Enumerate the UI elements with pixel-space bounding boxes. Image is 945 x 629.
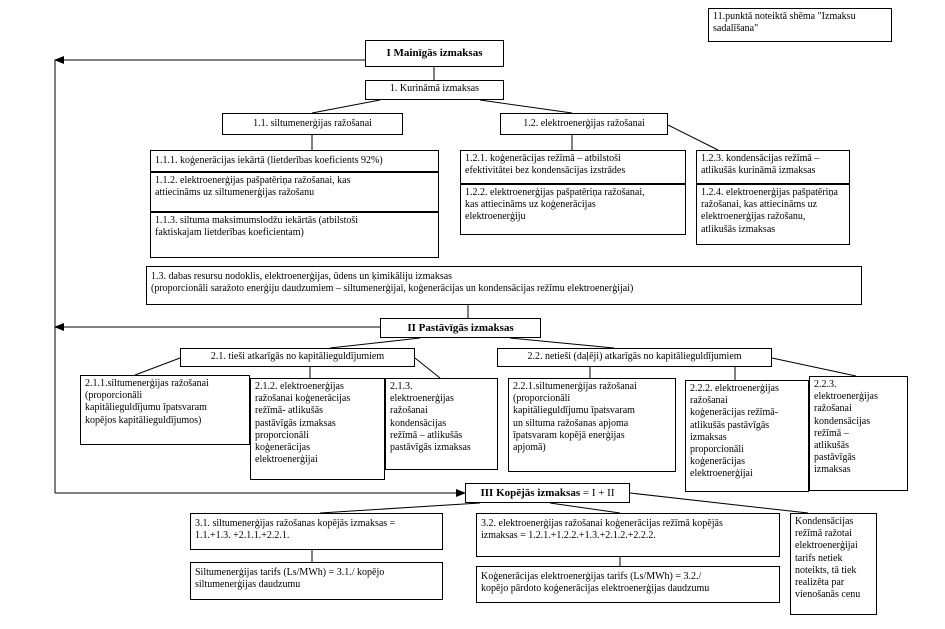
item-2-2-3: 2.2.3. elektroenerģijas ražošanai konden…: [809, 376, 908, 491]
heat-production-box: 1.1. siltumenerģijas ražošanai: [222, 113, 403, 135]
item-1-1-3: 1.1.3. siltuma maksimumslodžu iekārtās (…: [150, 212, 439, 258]
connector-ii-to-indirect: [509, 337, 615, 349]
item-2-1-2: 2.1.2. elektroenerģijas ražošanai koģene…: [250, 378, 385, 480]
fixed-costs-title: II Pastāvīgās izmaksas: [380, 318, 541, 338]
item-1-2-3: 1.2.3. kondensācijas režīmā – atlikušās …: [696, 150, 850, 184]
connector-iii-to-3-1: [319, 502, 481, 514]
item-2-1-3: 2.1.3. elektroenerģijas ražošanai konden…: [385, 378, 498, 470]
item-1-2-2: 1.2.2. elektroenerģijas pašpatēriņa ražo…: [460, 184, 686, 235]
item-1-2-4: 1.2.4. elektroenerģijas pašpatēriņa ražo…: [696, 184, 850, 245]
cogen-tariff-box: Koģenerācijas elektroenerģijas tarifs (L…: [476, 566, 780, 603]
connector-electricity-to-1-2-3: [667, 124, 719, 151]
item-2-2-2: 2.2.2. elektroenerģijas ražošanai koģene…: [685, 380, 809, 492]
condensation-note: Kondensācijas režīmā ražotai elektroener…: [790, 513, 877, 615]
item-1-1-1: 1.1.1. koģenerācijas iekārtā (lietderība…: [150, 150, 439, 172]
scheme-note: 11.punktā noteiktā shēma "Izmaksu sadalī…: [708, 8, 892, 42]
connector-iii-to-condensation-note: [629, 492, 809, 514]
total-costs-label: III Kopējās izmaksas: [480, 487, 581, 499]
heat-tariff-box: Siltumenerģijas tarifs (Ls/MWh) = 3.1./ …: [190, 562, 443, 600]
item-3-1: 3.1. siltumenerģijas ražošanas kopējās i…: [190, 513, 443, 550]
fuel-costs-box: 1. Kurināmā izmaksas: [365, 80, 504, 100]
variable-costs-title: I Mainīgās izmaksas: [365, 40, 504, 67]
connector-fuel-to-electricity: [479, 99, 573, 114]
total-costs-formula: = I + II: [580, 487, 615, 499]
item-3-2: 3.2. elektroenerģijas ražošanai koģenerā…: [476, 513, 780, 557]
connector-direct-to-2-1-1: [134, 357, 181, 376]
item-1-1-2: 1.1.2. elektroenerģijas pašpatēriņa ražo…: [150, 172, 439, 212]
item-2-2-1: 2.2.1.siltumenerģijas ražošanai (proporc…: [508, 378, 676, 472]
connector-direct-to-2-1-3: [414, 357, 441, 379]
electricity-production-box: 1.2. elektroenerģijas ražošanai: [500, 113, 668, 135]
total-costs-title: III Kopējās izmaksas = I + II: [465, 483, 630, 503]
indirect-costs-box: 2.2. netieši (daļēji) atkarīgās no kapit…: [497, 348, 772, 367]
connector-indirect-to-2-2-3: [771, 357, 857, 377]
connector-iii-to-3-2: [549, 502, 621, 514]
item-1-3: 1.3. dabas resursu nodoklis, elektroener…: [146, 266, 862, 305]
connector-fuel-to-heat: [311, 99, 381, 114]
direct-costs-box: 2.1. tieši atkarīgās no kapitālieguldīju…: [180, 348, 415, 367]
connector-ii-to-direct: [329, 337, 421, 349]
item-2-1-1: 2.1.1.siltumenerģijas ražošanai (proporc…: [80, 375, 250, 445]
item-1-2-1: 1.2.1. koģenerācijas režīmā – atbilstoši…: [460, 150, 686, 184]
